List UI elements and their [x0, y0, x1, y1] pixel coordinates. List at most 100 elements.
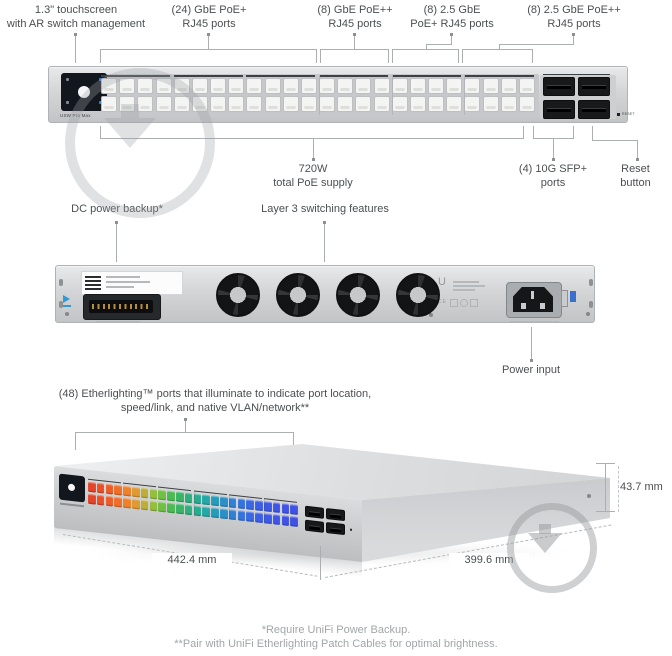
rj45-port — [482, 96, 499, 112]
store-watermark-icon — [507, 503, 597, 593]
etherlighting-port — [246, 499, 254, 511]
port-group-strip — [319, 75, 389, 77]
rj45-port — [300, 96, 317, 112]
rack-ear-slot — [589, 301, 593, 308]
annotation-sfp-ports: (4) 10G SFP+ ports — [518, 163, 588, 189]
port-group-divider — [193, 491, 195, 517]
port-group-divider — [228, 495, 230, 521]
annotation-layer3: Layer 3 switching features — [261, 203, 389, 215]
annotation-8-25gbe-poepp: (8) 2.5 GbE PoE++ RJ45 ports — [527, 4, 621, 30]
connector-caption — [96, 320, 140, 322]
leader-line — [553, 138, 554, 160]
sfp-port — [305, 519, 324, 533]
ubiquiti-logo: U — [438, 276, 446, 288]
rj45-port — [355, 96, 372, 112]
etherlighting-port — [255, 500, 263, 512]
etherlighting-port — [123, 497, 131, 508]
screw — [65, 312, 69, 316]
etherlighting-port — [96, 482, 105, 494]
footnote-power-backup: *Require UniFi Power Backup. — [261, 624, 411, 636]
dim-line-height — [605, 463, 606, 512]
rj45-port — [228, 96, 245, 112]
rj45-port — [391, 96, 408, 112]
etherlighting-port — [140, 487, 149, 499]
etherlighting-port — [114, 496, 122, 508]
annotation-reset-button: Reset button — [620, 163, 651, 189]
etherlighting-port — [255, 511, 263, 523]
rj45-port — [482, 78, 499, 94]
rj45-port — [446, 96, 463, 112]
sfp-port — [326, 508, 345, 522]
inlet-pin — [521, 303, 526, 309]
etherlighting-port — [281, 514, 290, 526]
rj45-port — [355, 78, 372, 94]
etherlighting-port — [105, 495, 114, 507]
etherlighting-port — [272, 513, 281, 525]
dc-power-connector — [83, 294, 161, 320]
bracket — [458, 49, 459, 63]
annotation-etherlighting: (48) Etherlighting™ ports that illuminat… — [58, 388, 372, 414]
power-inlet-socket — [513, 287, 553, 312]
etherlighting-port — [176, 502, 184, 514]
leader-line — [637, 140, 638, 160]
power-inlet — [506, 282, 562, 318]
leader-dot — [207, 33, 210, 36]
certification-mark — [470, 299, 478, 307]
reset-button — [617, 113, 620, 116]
etherlighting-port — [88, 493, 96, 505]
etherlighting-port — [88, 481, 96, 493]
leader-dot — [115, 221, 118, 224]
leader-line — [499, 44, 500, 50]
etherlighting-port — [158, 489, 166, 501]
sticker-text-line — [106, 281, 150, 283]
cooling-fan — [336, 273, 380, 317]
label-text-line — [453, 285, 485, 287]
reset-label: RESET — [622, 111, 635, 116]
cooling-fan — [216, 273, 260, 317]
leader-line — [116, 224, 117, 262]
annotation-poe-supply: 720W total PoE supply — [273, 163, 353, 189]
port-group-divider — [319, 75, 320, 115]
bracket — [462, 49, 533, 50]
etherlighting-port — [149, 488, 158, 500]
screen-icon — [66, 101, 69, 104]
rj45-port — [409, 96, 426, 112]
dim-extension-line — [618, 466, 620, 512]
bracket — [320, 49, 389, 50]
etherlighting-port — [193, 504, 202, 516]
rj45-port — [210, 78, 227, 94]
etherlighting-port — [132, 486, 140, 498]
leader-line — [592, 126, 593, 140]
rj45-port — [264, 78, 281, 94]
footnote-patch-cables: **Pair with UniFi Etherlighting Patch Ca… — [174, 638, 498, 650]
rj45-port — [518, 96, 535, 112]
etherlighting-port — [246, 510, 254, 522]
rj45-port — [300, 78, 317, 94]
bracket — [100, 49, 101, 63]
sticker-text-line — [106, 286, 134, 288]
label-text-line — [453, 281, 479, 283]
leader-dot — [184, 418, 187, 421]
etherlighting-port — [105, 483, 114, 495]
etherlighting-port — [202, 505, 210, 517]
etherlighting-port — [290, 504, 298, 515]
etherlighting-port — [220, 496, 228, 508]
sfp-port — [543, 77, 575, 96]
certification-mark — [450, 299, 458, 307]
rj45-port — [446, 78, 463, 94]
etherlighting-port — [202, 494, 210, 506]
rj45-port — [500, 96, 517, 112]
etherlighting-port — [228, 497, 237, 509]
watermark-arrow-icon — [104, 118, 156, 148]
watermark-arrow-stem — [539, 524, 551, 534]
etherlighting-port — [272, 502, 281, 513]
annotation-power-input: Power input — [501, 364, 561, 376]
sfp-port — [543, 100, 575, 119]
bracket — [316, 49, 317, 63]
annotation-touchscreen: 1.3" touchscreen with AR switch manageme… — [6, 4, 146, 30]
rj45-port — [228, 78, 245, 94]
bracket — [100, 49, 317, 50]
leader-line — [185, 421, 186, 432]
dim-width-label: 442.4 mm — [152, 553, 232, 567]
port-group-strip — [391, 75, 461, 77]
